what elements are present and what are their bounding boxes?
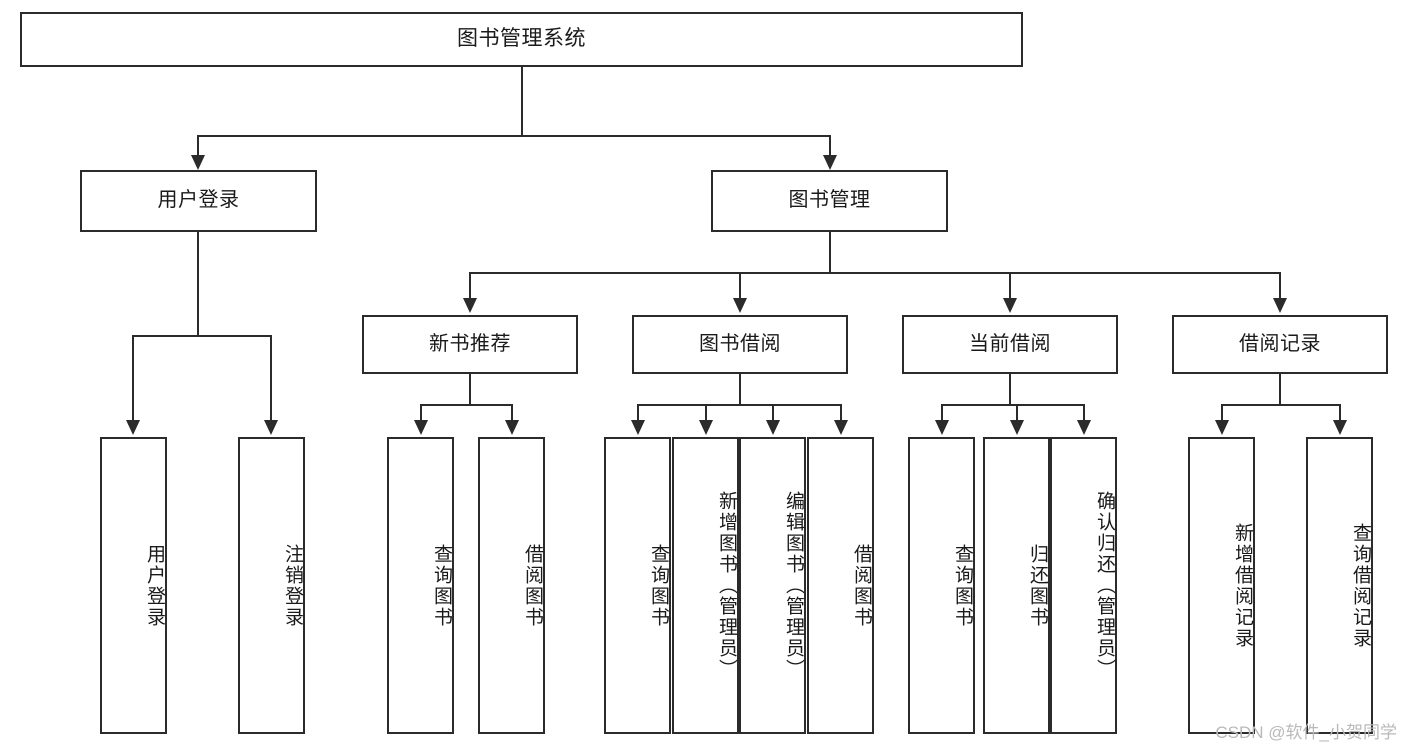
connector-book-mgmt-bar <box>469 272 1281 274</box>
arrowhead-new-books-leaf-1 <box>414 420 428 435</box>
connector-current-borrow-to-leaf-2 <box>1016 404 1018 422</box>
node-label: 查询图书 <box>648 543 669 628</box>
node-label: 借阅记录 <box>1239 332 1321 355</box>
arrowhead-root-to-user-login <box>191 155 205 170</box>
node-current-borrow[interactable]: 当前借阅 <box>902 315 1118 374</box>
arrowhead-book-mgmt-current <box>1003 298 1017 313</box>
connector-new-books-bar <box>420 404 513 406</box>
node-label: 新书推荐 <box>429 332 511 355</box>
leaf-edit-book-admin[interactable]: 编辑图书（管理员） <box>739 437 806 734</box>
leaf-logout[interactable]: 注销登录 <box>238 437 305 734</box>
node-label: 用户登录 <box>144 543 165 628</box>
connector-borrow-records-to-leaf-2 <box>1339 404 1341 422</box>
connector-current-borrow-bar <box>941 404 1083 406</box>
arrowhead-user-login-leaf-1 <box>126 420 140 435</box>
arrowhead-new-books-leaf-2 <box>505 420 519 435</box>
node-new-book-recommend[interactable]: 新书推荐 <box>362 315 578 374</box>
arrowhead-book-mgmt-new-books <box>463 298 477 313</box>
node-label: 借阅图书 <box>522 543 543 628</box>
node-user-login[interactable]: 用户登录 <box>80 170 317 232</box>
arrowhead-user-login-leaf-2 <box>264 420 278 435</box>
leaf-borrow-books[interactable]: 借阅图书 <box>807 437 874 734</box>
leaf-query-borrow-record[interactable]: 查询借阅记录 <box>1306 437 1373 734</box>
leaf-query-books-new[interactable]: 查询图书 <box>387 437 454 734</box>
connector-root-stem <box>521 67 523 135</box>
connector-book-borrow-to-leaf-3 <box>772 404 774 422</box>
arrowhead-current-borrow-leaf-3 <box>1077 420 1091 435</box>
leaf-query-books-borrow[interactable]: 查询图书 <box>604 437 671 734</box>
node-label: 注销登录 <box>282 543 303 628</box>
connector-current-borrow-to-leaf-3 <box>1083 404 1085 422</box>
node-label: 确认归还（管理员） <box>1094 491 1115 680</box>
node-label: 查询借阅记录 <box>1350 522 1371 649</box>
connector-user-login-stem <box>197 232 199 335</box>
connector-current-borrow-to-leaf-1 <box>941 404 943 422</box>
arrowhead-current-borrow-leaf-2 <box>1010 420 1024 435</box>
connector-book-borrow-to-leaf-1 <box>637 404 639 422</box>
node-label: 新增图书（管理员） <box>716 491 737 680</box>
node-book-management[interactable]: 图书管理 <box>711 170 948 232</box>
arrowhead-current-borrow-leaf-1 <box>935 420 949 435</box>
connector-book-borrow-to-leaf-4 <box>840 404 842 422</box>
node-label: 归还图书 <box>1027 543 1048 628</box>
arrowhead-book-mgmt-records <box>1273 298 1287 313</box>
connector-book-mgmt-to-current <box>1009 272 1011 300</box>
connector-book-mgmt-to-borrow <box>739 272 741 300</box>
leaf-borrow-books-new[interactable]: 借阅图书 <box>478 437 545 734</box>
connector-user-login-to-leaf-1 <box>132 335 134 422</box>
connector-root-to-book-mgmt <box>829 135 831 157</box>
connector-borrow-records-to-leaf-1 <box>1221 404 1223 422</box>
leaf-add-book-admin[interactable]: 新增图书（管理员） <box>672 437 739 734</box>
leaf-confirm-return-admin[interactable]: 确认归还（管理员） <box>1050 437 1117 734</box>
leaf-query-books-current[interactable]: 查询图书 <box>908 437 975 734</box>
connector-borrow-records-stem <box>1279 374 1281 406</box>
node-label: 图书管理 <box>788 189 871 212</box>
arrowhead-book-borrow-leaf-1 <box>631 420 645 435</box>
node-label: 查询图书 <box>952 543 973 628</box>
connector-book-borrow-stem <box>739 374 741 406</box>
node-label: 用户登录 <box>157 189 240 212</box>
node-label: 编辑图书（管理员） <box>783 491 804 680</box>
connector-current-borrow-stem <box>1009 374 1011 406</box>
node-label: 新增借阅记录 <box>1232 522 1253 649</box>
leaf-add-borrow-record[interactable]: 新增借阅记录 <box>1188 437 1255 734</box>
connector-new-books-to-leaf-1 <box>420 404 422 422</box>
node-root-system[interactable]: 图书管理系统 <box>20 12 1023 67</box>
connector-book-mgmt-to-records <box>1279 272 1281 300</box>
connector-new-books-to-leaf-2 <box>511 404 513 422</box>
connector-user-login-bar <box>132 335 272 337</box>
arrowhead-book-borrow-leaf-2 <box>699 420 713 435</box>
connector-book-mgmt-stem <box>829 232 831 274</box>
connector-root-bar <box>197 135 831 137</box>
arrowhead-borrow-records-leaf-1 <box>1215 420 1229 435</box>
arrowhead-root-to-book-mgmt <box>823 155 837 170</box>
connector-user-login-to-leaf-2 <box>270 335 272 422</box>
node-label: 查询图书 <box>431 543 452 628</box>
arrowhead-book-mgmt-borrow <box>733 298 747 313</box>
leaf-user-login[interactable]: 用户登录 <box>100 437 167 734</box>
arrowhead-book-borrow-leaf-4 <box>834 420 848 435</box>
leaf-return-books[interactable]: 归还图书 <box>983 437 1050 734</box>
node-book-borrow[interactable]: 图书借阅 <box>632 315 848 374</box>
node-label: 借阅图书 <box>851 543 872 628</box>
connector-book-mgmt-to-new-books <box>469 272 471 300</box>
connector-book-borrow-to-leaf-2 <box>705 404 707 422</box>
node-label: 当前借阅 <box>969 332 1051 355</box>
connector-borrow-records-bar <box>1221 404 1339 406</box>
arrowhead-book-borrow-leaf-3 <box>766 420 780 435</box>
node-borrow-records[interactable]: 借阅记录 <box>1172 315 1388 374</box>
connector-new-books-stem <box>469 374 471 406</box>
connector-root-to-user-login <box>197 135 199 157</box>
node-label: 图书借阅 <box>699 332 781 355</box>
connector-book-borrow-bar <box>637 404 841 406</box>
arrowhead-borrow-records-leaf-2 <box>1333 420 1347 435</box>
node-label: 图书管理系统 <box>457 27 586 51</box>
